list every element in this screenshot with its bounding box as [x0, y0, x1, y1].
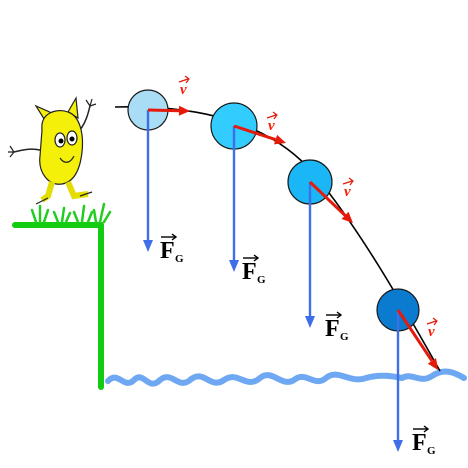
velocity-arrow	[396, 309, 434, 362]
gravity-arrowhead	[229, 260, 239, 272]
velocity-label: v	[344, 184, 351, 200]
velocity-label: v	[428, 324, 435, 340]
vector-overline-head	[423, 425, 430, 433]
gravity-label-subscript: G	[175, 253, 184, 265]
gravity-label: F	[412, 430, 427, 456]
water-surface	[105, 368, 467, 387]
velocity-arrow	[147, 108, 180, 113]
yellow-cartoon-creature-icon	[8, 96, 97, 205]
grass-tuft-icon	[30, 202, 112, 224]
velocity-overline	[342, 180, 353, 185]
gravity-label-subscript: G	[340, 331, 349, 343]
velocity-arrowhead	[273, 134, 286, 145]
gravity-label: F	[242, 259, 257, 285]
velocity-overline-head	[432, 317, 438, 326]
velocity-overline	[178, 78, 189, 83]
gravity-arrowhead	[143, 240, 153, 252]
vector-overline-head	[171, 233, 178, 241]
velocity-overline-head	[348, 177, 354, 186]
gravity-label: F	[160, 238, 175, 264]
velocity-label: v	[180, 82, 187, 98]
gravity-label-subscript: G	[427, 445, 436, 457]
velocity-overline-head	[272, 111, 278, 120]
velocity-overline	[266, 114, 277, 119]
cliff	[12, 222, 104, 390]
vector-overline-head	[253, 254, 260, 262]
velocity-overline	[426, 320, 437, 325]
velocity-arrowhead	[341, 211, 353, 223]
gravity-label: F	[325, 316, 340, 342]
velocity-arrowhead	[178, 105, 190, 116]
gravity-arrowhead	[393, 440, 403, 452]
gravity-label-subscript: G	[257, 274, 266, 286]
velocity-overline-head	[184, 75, 190, 84]
velocity-arrowhead	[427, 358, 438, 370]
gravity-arrowhead	[305, 316, 315, 328]
vector-overline-head	[336, 311, 343, 319]
velocity-arrow	[233, 124, 277, 142]
velocity-arrow	[308, 180, 347, 217]
velocity-label: v	[268, 118, 275, 134]
